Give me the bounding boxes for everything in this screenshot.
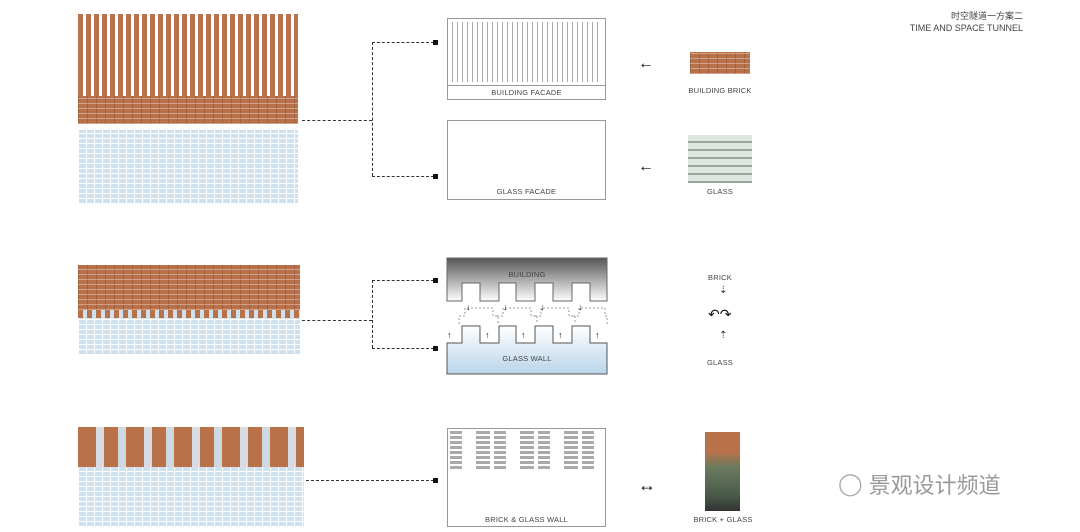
svg-text:↑: ↑ xyxy=(595,330,600,340)
building-brick-sample xyxy=(690,52,750,74)
glass-sample-label: GLASS xyxy=(706,187,733,196)
svg-text:↑: ↑ xyxy=(558,330,563,340)
svg-text:↓: ↓ xyxy=(503,302,508,312)
glass-label: GLASS xyxy=(706,358,733,367)
glass-facade-diagram: GLASS FACADE xyxy=(447,120,606,200)
building-label: BUILDING xyxy=(508,270,546,279)
connector-line xyxy=(372,280,373,348)
brick-glass-label: BRICK + GLASS xyxy=(693,515,753,524)
svg-text:↑: ↑ xyxy=(485,330,490,340)
down-arrow-icon: ⇣ xyxy=(719,285,728,296)
wechat-icon: ◯ xyxy=(838,471,863,496)
connector-line xyxy=(372,176,434,177)
connector-line xyxy=(372,348,434,349)
glass-sample xyxy=(688,135,752,183)
connector-line xyxy=(372,42,373,176)
svg-text:↑: ↑ xyxy=(521,330,526,340)
svg-text:↓: ↓ xyxy=(540,302,545,312)
building-facade-diagram: BUILDING FACADE xyxy=(447,18,606,100)
up-arrow-icon: ⇡ xyxy=(719,330,728,341)
connector-line xyxy=(302,320,372,321)
title-block: 时空隧道一方案二 TIME AND SPACE TUNNEL xyxy=(910,10,1023,34)
double-arrow-icon: ↔ xyxy=(638,475,656,495)
glass-wall-label: GLASS WALL xyxy=(502,354,552,363)
brick-glass-wall-label: BRICK & GLASS WALL xyxy=(448,515,605,524)
connector-line xyxy=(372,42,434,43)
brick-glass-mix-image xyxy=(78,427,304,527)
connector-endpoint xyxy=(433,40,438,45)
brick-slat-facade-image xyxy=(78,14,298,124)
connector-endpoint xyxy=(433,174,438,179)
brick-glass-sample xyxy=(705,432,740,511)
title-cn: 时空隧道一方案二 xyxy=(950,11,1023,21)
interlock-diagram: ↓ ↓ ↓ ↓ ↑ ↑ ↑ ↑ ↑ xyxy=(446,257,608,375)
connector-line xyxy=(306,480,434,481)
brick-glass-wall-diagram: BRICK & GLASS WALL xyxy=(447,428,606,527)
svg-text:↓: ↓ xyxy=(466,302,471,312)
svg-text:↑: ↑ xyxy=(447,330,452,340)
watermark: ◯ 景观设计频道 xyxy=(838,468,1001,500)
glass-facade-image xyxy=(78,130,298,204)
connector-endpoint xyxy=(433,278,438,283)
brick-label: BRICK xyxy=(708,273,732,282)
interlocked-wall-image xyxy=(78,265,300,355)
building-brick-label: BUILDING BRICK xyxy=(688,86,752,95)
watermark-text: 景观设计频道 xyxy=(868,474,1001,499)
connector-line xyxy=(372,280,434,281)
connector-endpoint xyxy=(433,346,438,351)
title-en: TIME AND SPACE TUNNEL xyxy=(909,23,1023,33)
arrow-left-icon: ← xyxy=(638,55,654,72)
svg-text:↓: ↓ xyxy=(578,302,583,312)
connector-line xyxy=(302,120,372,121)
arrow-left-icon: ← xyxy=(638,158,654,175)
building-facade-label: BUILDING FACADE xyxy=(491,88,562,97)
exchange-arrows-icon: ↶↷ xyxy=(708,306,732,322)
glass-facade-label: GLASS FACADE xyxy=(448,187,605,196)
connector-endpoint xyxy=(433,478,438,483)
